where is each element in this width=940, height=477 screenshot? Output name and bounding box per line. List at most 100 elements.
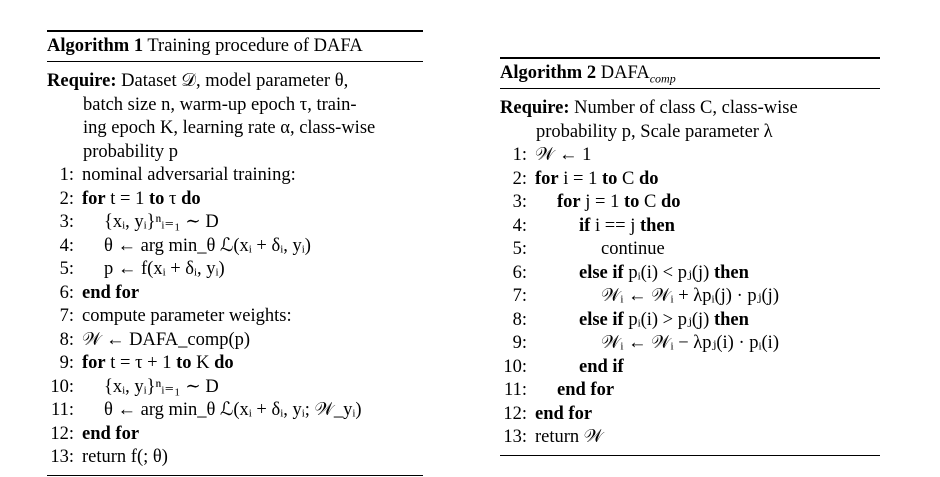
require-block: Require: Number of class C, class-wise p… (500, 97, 880, 144)
algorithm-2: Algorithm 2 DAFAcomp Require: Number of … (500, 57, 880, 456)
algorithm-caption: Algorithm 2 DAFAcomp (500, 59, 880, 89)
algorithm-line: 13: return 𝒲 (500, 426, 880, 450)
line-number: 10: (503, 356, 527, 377)
line-number: 7: (512, 286, 527, 306)
line-number: 4: (59, 235, 74, 256)
line-number: 6: (59, 282, 74, 303)
line-text: {xᵢ, yᵢ}ⁿᵢ₌₁ ∼ D (104, 212, 219, 232)
line-number: 3: (512, 192, 527, 212)
line-number: 8: (512, 309, 527, 330)
line-text: 𝒲 ← DAFA_comp(p) (82, 329, 251, 350)
line-number: 1: (512, 145, 527, 165)
caption-title: Training procedure of DAFA (147, 36, 363, 56)
line-text: end for (557, 380, 615, 400)
line-text: for i = 1 to C do (535, 168, 659, 189)
algorithm-1: Algorithm 1 Training procedure of DAFA R… (47, 30, 423, 476)
require-text-2: probability p, Scale parameter λ (536, 121, 773, 142)
line-text: return f(; θ) (82, 447, 168, 467)
algorithm-line: 6: end for (47, 282, 423, 306)
line-text: end for (535, 403, 593, 424)
algorithm-line: 4: θ ← arg min_θ ℒ(xᵢ + δᵢ, yᵢ) (47, 235, 423, 259)
algorithm-body: Require: Number of class C, class-wise p… (500, 89, 880, 456)
line-number: 6: (512, 262, 527, 283)
algorithm-line: 12: end for (47, 423, 423, 447)
algorithm-caption: Algorithm 1 Training procedure of DAFA (47, 32, 423, 62)
top-rule (47, 30, 423, 32)
line-text: return 𝒲 (535, 427, 604, 447)
line-text: for j = 1 to C do (557, 192, 681, 212)
caption-label: Algorithm 1 (47, 36, 144, 56)
algorithm-line: 5: p ← f(xᵢ + δᵢ, yᵢ) (47, 258, 423, 282)
line-number: 8: (59, 329, 74, 350)
line-text: p ← f(xᵢ + δᵢ, yᵢ) (104, 259, 225, 279)
algorithm-line: 7: 𝒲ᵢ ← 𝒲ᵢ + λpᵢ(j) · pⱼ(j) (500, 285, 880, 309)
algorithm-lines: 1: nominal adversarial training: 2: for t =… (47, 164, 423, 470)
algorithm-line: 9: 𝒲ᵢ ← 𝒲ᵢ − λpⱼ(i) · pᵢ(i) (500, 332, 880, 356)
algorithm-line: 4: if i == j then (500, 215, 880, 239)
algorithm-line: 2: for t = 1 to τ do (47, 188, 423, 212)
line-number: 9: (512, 333, 527, 353)
algorithm-line: 8: 𝒲 ← DAFA_comp(p) (47, 329, 423, 353)
algorithm-line: 10: end if (500, 356, 880, 380)
algorithm-line: 9: for t = τ + 1 to K do (47, 352, 423, 376)
require-text-4: probability p (83, 141, 179, 162)
line-text: for t = τ + 1 to K do (82, 353, 234, 373)
line-text: else if pᵢ(i) < pⱼ(j) then (579, 262, 749, 283)
line-text: end for (82, 282, 140, 303)
line-text: θ ← arg min_θ ℒ(xᵢ + δᵢ, yᵢ) (104, 235, 311, 256)
algorithm-line: 3: for j = 1 to C do (500, 191, 880, 215)
require-text-1: Dataset 𝒟, model parameter θ, (121, 71, 349, 91)
line-number: 2: (59, 188, 74, 209)
line-number: 10: (50, 376, 74, 397)
line-text: continue (601, 239, 665, 259)
line-text: if i == j then (579, 215, 675, 236)
require-block: Require: Dataset 𝒟, model parameter θ, b… (47, 70, 423, 164)
line-number: 13: (50, 447, 74, 467)
algorithm-lines: 1: 𝒲 ← 1 2: for i = 1 to C do 3: for j = 1 to… (500, 144, 880, 450)
line-text: θ ← arg min_θ ℒ(xᵢ + δᵢ, yᵢ; 𝒲_yᵢ) (104, 400, 362, 420)
line-text: end if (579, 356, 624, 377)
line-number: 9: (59, 353, 74, 373)
line-number: 2: (512, 168, 527, 189)
require-keyword: Require: (500, 98, 570, 118)
line-text: nominal adversarial training: (82, 165, 296, 185)
line-text: end for (82, 423, 140, 444)
line-number: 3: (59, 212, 74, 232)
caption-subscript: comp (649, 71, 676, 86)
line-number: 13: (503, 427, 527, 447)
line-text: compute parameter weights: (82, 306, 292, 326)
algorithm-line: 1: nominal adversarial training: (47, 164, 423, 188)
line-number: 7: (59, 306, 74, 326)
algorithm-line: 5:continue (500, 238, 880, 262)
algorithm-line: 10: {xᵢ, yᵢ}ⁿᵢ₌₁ ∼ D (47, 376, 423, 400)
algorithm-line: 11: θ ← arg min_θ ℒ(xᵢ + δᵢ, yᵢ; 𝒲_yᵢ) (47, 399, 423, 423)
require-keyword: Require: (47, 71, 117, 91)
algorithm-line: 8: else if pᵢ(i) > pⱼ(j) then (500, 309, 880, 333)
require-text-3: ing epoch K, learning rate α, class-wise (83, 118, 376, 138)
algorithm-body: Require: Dataset 𝒟, model parameter θ, b… (47, 62, 423, 476)
line-text: 𝒲ᵢ ← 𝒲ᵢ + λpᵢ(j) · pⱼ(j) (601, 286, 779, 306)
line-text: 𝒲 ← 1 (535, 145, 592, 165)
require-text-2: batch size n, warm-up epoch τ, train- (83, 94, 357, 115)
algorithm-line: 7: compute parameter weights: (47, 305, 423, 329)
line-text: for t = 1 to τ do (82, 188, 201, 209)
line-text: else if pᵢ(i) > pⱼ(j) then (579, 309, 749, 330)
line-text: 𝒲ᵢ ← 𝒲ᵢ − λpⱼ(i) · pᵢ(i) (601, 333, 779, 353)
line-number: 5: (59, 259, 74, 279)
algorithm-line: 11: end for (500, 379, 880, 403)
line-number: 11: (504, 380, 527, 400)
line-number: 12: (503, 403, 527, 424)
caption-title: DAFA (600, 63, 650, 83)
caption-label: Algorithm 2 (500, 63, 597, 83)
algorithm-line: 2: for i = 1 to C do (500, 168, 880, 192)
line-number: 1: (59, 165, 74, 185)
algorithm-line: 3: {xᵢ, yᵢ}ⁿᵢ₌₁ ∼ D (47, 211, 423, 235)
line-number: 4: (512, 215, 527, 236)
require-text-1: Number of class C, class-wise (574, 98, 798, 118)
algorithm-line: 12: end for (500, 403, 880, 427)
line-number: 11: (51, 400, 74, 420)
algorithm-line: 13: return f(; θ) (47, 446, 423, 470)
line-text: {xᵢ, yᵢ}ⁿᵢ₌₁ ∼ D (104, 376, 219, 397)
line-number: 12: (50, 423, 74, 444)
algorithm-line: 1: 𝒲 ← 1 (500, 144, 880, 168)
